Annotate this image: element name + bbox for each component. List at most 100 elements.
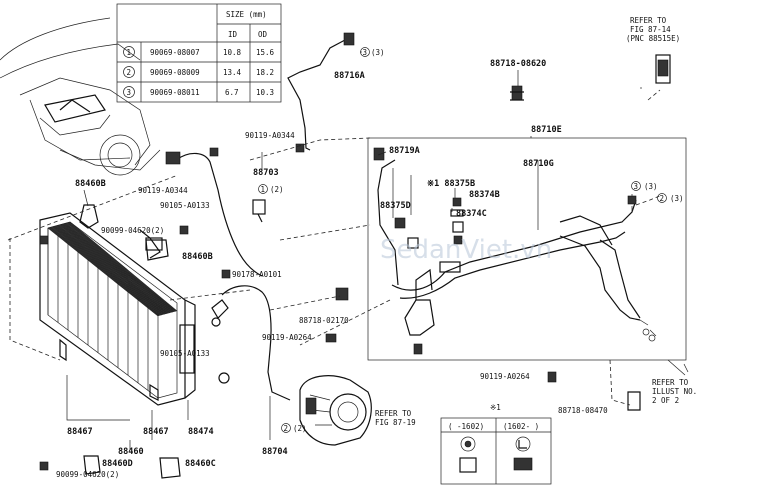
condenser-fin: [66, 222, 175, 313]
condenser-fin: [63, 223, 172, 313]
condenser-fin: [55, 225, 165, 315]
label-90105-A0133-bot: 90105-A0133: [160, 349, 210, 358]
watermark: SedanViet.vn: [380, 235, 552, 265]
size-row-1-part: 90069-08007: [150, 48, 200, 57]
note-col-left: ( -1602): [448, 422, 484, 431]
condenser-fin: [69, 221, 177, 312]
condenser-fin: [51, 226, 162, 316]
label-88460B-top: 88460B: [75, 179, 106, 189]
label-88374C: 88374C: [456, 209, 487, 219]
condenser-fin: [60, 224, 170, 314]
label-88375B: ※1 88375B: [427, 179, 475, 189]
label-90119-A0344-mid: 90119-A0344: [138, 186, 188, 195]
pipe-88703: [165, 151, 266, 277]
label-88460D: 88460D: [102, 459, 133, 469]
label-88474: 88474: [188, 427, 214, 437]
label-88460B-mid: 88460B: [182, 252, 213, 262]
condenser-fin: [67, 222, 176, 312]
condenser-fin: [62, 223, 171, 313]
label-90119-A0344-top: 90119-A0344: [245, 131, 295, 140]
size-table-title: SIZE (mm): [226, 10, 267, 19]
hose-88704: [211, 285, 291, 401]
label-refer-illust-line2: ILLUST NO.: [652, 387, 697, 396]
condenser-fin: [65, 222, 174, 313]
label-88703: 88703: [253, 168, 279, 178]
label-90119-A0264-right: 90119-A0264: [480, 372, 530, 381]
label-refer-illust-line3: 2 OF 2: [652, 396, 679, 405]
pipe-88710G: [373, 147, 657, 342]
condenser-fin: [53, 226, 163, 316]
label-refer-illust-line1: REFER TO: [652, 378, 689, 387]
pipe-assembly-box-88710E: [367, 137, 687, 361]
condenser-fin: [57, 225, 167, 314]
size-row-1-no: 1: [127, 48, 132, 57]
label-88716A: 88716A: [334, 71, 365, 81]
label-90119-A0264-left: 90119-A0264: [262, 333, 312, 342]
callout-3-top: 3: [363, 48, 368, 57]
condenser-fin: [69, 221, 178, 312]
callout-3-right-qty: (3): [644, 182, 658, 191]
condenser-88460: [39, 212, 196, 406]
condenser-fin: [55, 225, 166, 315]
label-88718-08620: 88718-08620: [490, 59, 546, 69]
condenser-fin: [59, 224, 169, 314]
label-88718-08470: 88718-08470: [558, 406, 608, 415]
note-mark: ※1: [490, 403, 501, 412]
callout-1-qty: (2): [270, 185, 284, 194]
label-refer-fig-87-19-line1: REFER TO: [375, 409, 412, 418]
size-row-2-no: 2: [127, 68, 132, 77]
size-row-2-id: 13.4: [223, 68, 242, 77]
condenser-fin: [61, 224, 170, 314]
condenser-fin: [63, 223, 173, 313]
size-row-2-part: 90069-08009: [150, 68, 200, 77]
label-88460C: 88460C: [185, 459, 216, 469]
condenser-fin: [56, 225, 166, 315]
condenser-fin: [51, 226, 162, 316]
label-88710E: 88710E: [531, 125, 562, 135]
car-front-illustration: [0, 17, 161, 176]
condenser-fin: [47, 227, 159, 317]
label-88467-right: 88467: [143, 427, 169, 437]
condenser-fin: [67, 222, 175, 312]
condenser-fin: [54, 225, 164, 315]
label-88719A: 88719A: [389, 146, 420, 156]
small-parts: [39, 54, 671, 479]
label-refer-fig-87-14-line3: (PNC 88515E): [626, 34, 680, 43]
label-90178-A0101: 90178-A0101: [232, 270, 282, 279]
size-row-3-part: 90069-08011: [150, 88, 200, 97]
label-88704: 88704: [262, 447, 288, 457]
condenser-fin: [49, 227, 160, 316]
label-88375D: 88375D: [380, 201, 411, 211]
condenser-fin: [68, 222, 177, 312]
leader-lines: [66, 51, 689, 450]
dashed-leaders: [7, 89, 663, 406]
size-row-2-od: 18.2: [256, 68, 274, 77]
condenser-fin: [65, 223, 174, 313]
label-88710G: 88710G: [523, 159, 554, 169]
condenser-fin: [48, 227, 159, 317]
callout-1: 1: [261, 185, 266, 194]
callout-2-bottom-qty: (2): [293, 424, 307, 433]
size-row-3-od: 10.3: [256, 88, 274, 97]
size-table-col-od: OD: [258, 30, 268, 39]
callout-3-right: 3: [634, 182, 639, 191]
label-refer-fig-87-19-line2: FIG 87-19: [375, 418, 416, 427]
pipe-88716A: [287, 32, 355, 151]
size-row-3-id: 6.7: [225, 88, 239, 97]
callout-2-right: 2: [660, 194, 665, 203]
size-table: SIZE (mm) ID OD 1 90069-08007 10.8 15.6 …: [116, 3, 282, 103]
condenser-fin: [49, 227, 160, 316]
size-row-1-od: 15.6: [256, 48, 275, 57]
compressor: [299, 375, 372, 446]
size-row-3-no: 3: [127, 88, 132, 97]
label-88467-left: 88467: [67, 427, 93, 437]
condenser-fin: [59, 224, 169, 314]
callout-2-bottom: 2: [284, 424, 289, 433]
condenser-fin: [58, 224, 168, 314]
callout-3-top-qty: (3): [371, 48, 385, 57]
size-row-1-id: 10.8: [223, 48, 242, 57]
note-col-right: (1602- ): [503, 422, 539, 431]
part-labels: 88716A 3 (3) 88718-08620 REFER TO FIG 87…: [56, 16, 697, 479]
size-table-col-id: ID: [228, 30, 238, 39]
